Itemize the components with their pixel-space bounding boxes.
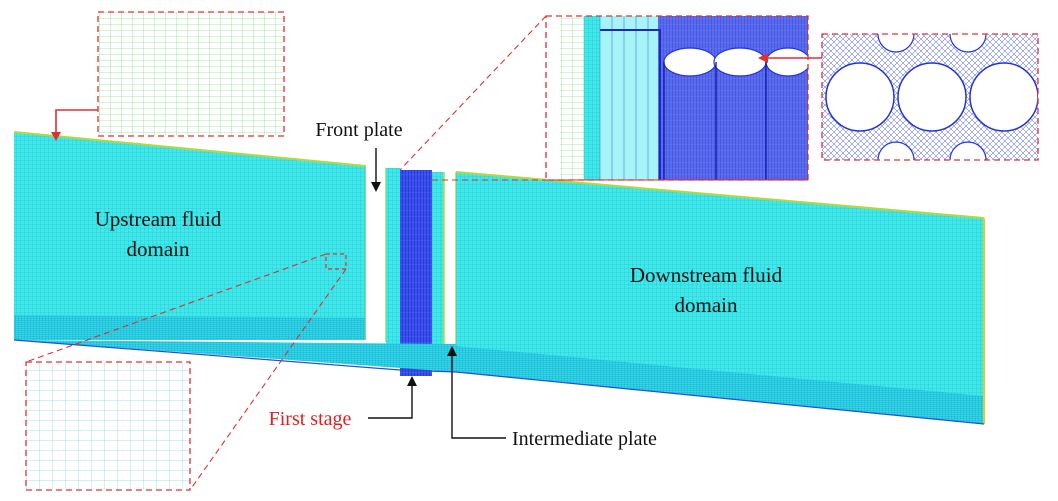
- arrow-icon: [407, 376, 417, 386]
- inset-circle-frame: [821, 33, 1039, 161]
- downstream-label-line2: domain: [675, 293, 738, 317]
- lower-channel-edge: [13, 339, 457, 373]
- intermediate-plate-label: Intermediate plate: [512, 428, 657, 450]
- intermediate-plate-mesh: [432, 172, 444, 344]
- upstream-boundary-layer: [14, 315, 366, 340]
- downstream-bottom-edge: [455, 371, 985, 425]
- inset-top-left: [51, 11, 285, 141]
- arrow-icon: [371, 182, 381, 192]
- upstream-label-line1: Upstream fluid: [95, 207, 222, 231]
- inset-bottom-left: [25, 253, 347, 491]
- intermediate-plate-leader: [451, 354, 506, 439]
- front-plate-label: Front plate: [315, 119, 402, 141]
- arrow-icon: [447, 346, 457, 356]
- inset-tube-frame: [545, 15, 809, 181]
- zoom-line-tube-a: [399, 15, 547, 171]
- front-plate-gap: [366, 166, 386, 342]
- inset-green-grid: [98, 12, 284, 136]
- first-stage-label: First stage: [269, 408, 352, 430]
- tube-bundle-mesh: [400, 170, 432, 376]
- arrow-icon: [51, 132, 61, 141]
- upstream-domain: [13, 131, 367, 340]
- pointer-arrows: [368, 148, 506, 439]
- inset-green-leader: [55, 109, 98, 136]
- inset-top-right: [399, 15, 822, 181]
- upstream-mesh: [14, 132, 366, 340]
- inset-cyan-grid: [26, 362, 190, 490]
- intermediate-plate-gap: [444, 172, 456, 344]
- downstream-domain: [455, 171, 985, 425]
- inset-far-right: [821, 33, 1039, 161]
- arrow-icon: [758, 53, 768, 63]
- upstream-label-line2: domain: [127, 237, 190, 261]
- first-stage-leader: [368, 384, 413, 419]
- labels: Upstream fluid domain Downstream fluid d…: [95, 119, 783, 450]
- tube-3d-view: [546, 16, 808, 180]
- downstream-label-line1: Downstream fluid: [630, 263, 783, 287]
- circle-section-view: [822, 34, 1038, 160]
- zoom-source-box: [325, 253, 347, 270]
- upstream-top-edge: [13, 131, 367, 167]
- front-plate-mesh: [386, 168, 400, 344]
- zoom-line-bottom: [189, 268, 347, 491]
- downstream-boundary-layer: [456, 346, 984, 424]
- inset-green-frame: [97, 11, 285, 137]
- zoom-line-top: [25, 253, 327, 363]
- inset-cyan-frame: [25, 361, 191, 491]
